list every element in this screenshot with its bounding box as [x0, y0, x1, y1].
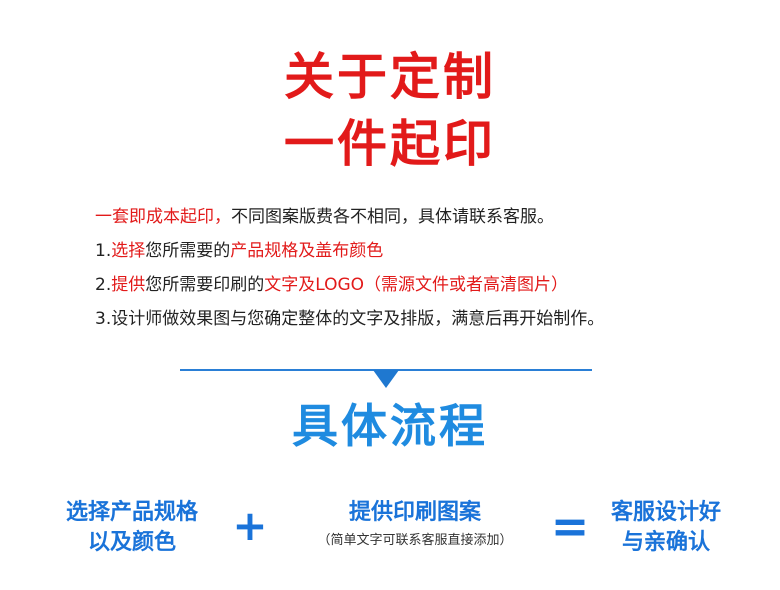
plus-icon: +: [232, 501, 268, 550]
intro-line-1-text1: 您所需要的: [145, 241, 231, 261]
intro-line-3-text: 3.设计师做效果图与您确定整体的文字及排版，满意后再开始制作。: [95, 309, 605, 329]
intro-line-3: 3.设计师做效果图与您确定整体的文字及排版，满意后再开始制作。: [95, 304, 735, 338]
hero-title-line1: 关于定制: [284, 48, 496, 106]
intro-line-1-prefix: 1.: [95, 241, 112, 261]
intro-line-1: 1.选择您所需要的产品规格及盖布颜色: [95, 236, 735, 270]
intro-line-0: 一套即成本起印，不同图案版费各不相同，具体请联系客服。: [95, 202, 735, 236]
flow-step-2-note: （简单文字可联系客服直接添加）: [317, 533, 513, 548]
equals-icon: =: [550, 499, 590, 553]
intro-text-block: 一套即成本起印，不同图案版费各不相同，具体请联系客服。 1.选择您所需要的产品规…: [95, 202, 735, 338]
hero-title-line2: 一件起印: [284, 115, 496, 173]
flow-step-select-product: 选择产品规格 以及颜色: [52, 498, 212, 558]
intro-line-2-red1: 提供: [111, 275, 146, 295]
intro-line-2-prefix: 2.: [95, 275, 112, 295]
flow-step-3-line2: 与亲确认: [621, 530, 710, 555]
intro-line-2: 2.提供您所需要印刷的文字及LOGO（需源文件或者高清图片）: [95, 270, 735, 304]
flow-step-confirm-design: 客服设计好 与亲确认: [596, 498, 736, 558]
flow-step-1-line1: 选择产品规格: [65, 500, 198, 525]
intro-line-1-red1: 选择: [111, 241, 146, 261]
intro-line-2-red2: 文字及LOGO（需源文件或者高清图片）: [264, 275, 569, 295]
flow-step-3-line1: 客服设计好: [610, 500, 721, 525]
process-title: 具体流程: [292, 399, 488, 453]
intro-line-0-rest: 不同图案版费各不相同，具体请联系客服。: [231, 207, 554, 227]
flow-step-2-line1: 提供印刷图案: [348, 500, 481, 525]
intro-highlight: 一套即成本起印，: [95, 207, 231, 227]
flow-step-1-line2: 以及颜色: [87, 530, 176, 555]
intro-line-2-text1: 您所需要印刷的: [145, 275, 265, 295]
flow-step-provide-pattern: 提供印刷图案 （简单文字可联系客服直接添加）: [290, 498, 540, 550]
down-arrow-icon: [373, 370, 399, 388]
intro-line-1-red2: 产品规格及盖布颜色: [230, 241, 384, 261]
